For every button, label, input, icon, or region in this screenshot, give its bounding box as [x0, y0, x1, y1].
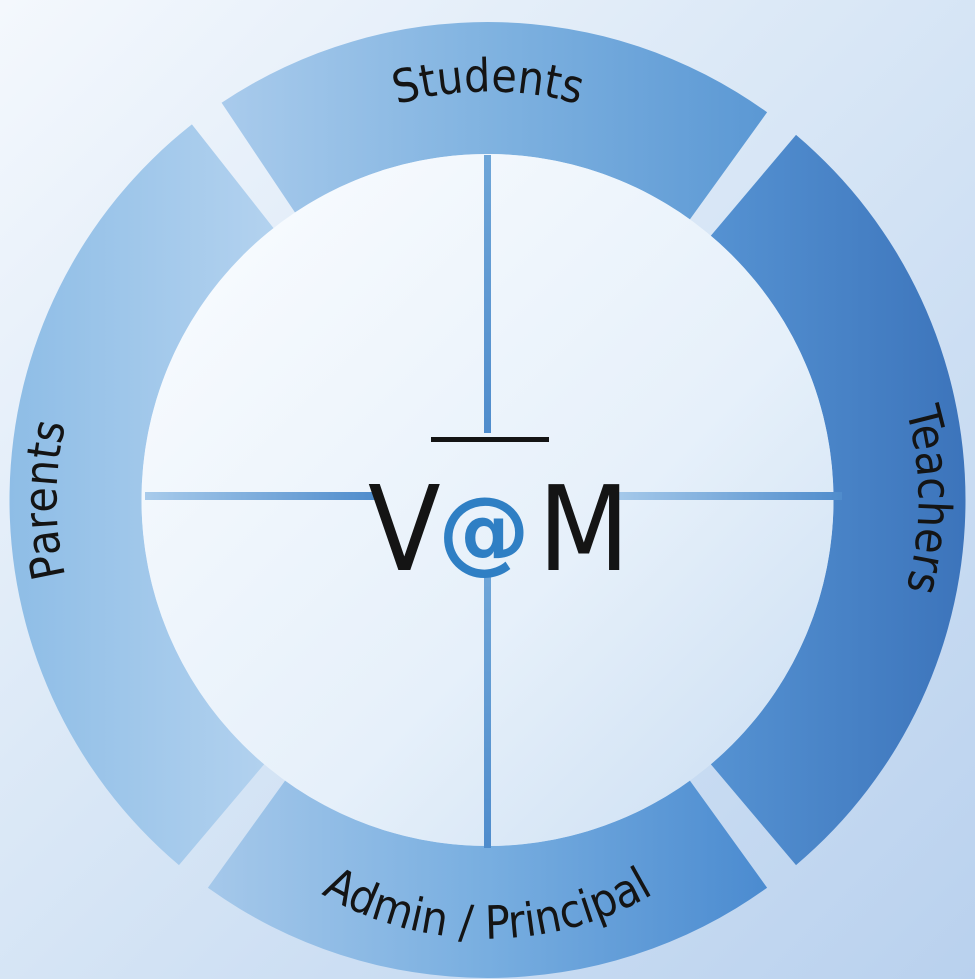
axis-vertical-top — [484, 155, 491, 433]
axis-horizontal-left — [145, 492, 375, 500]
axis-vertical-bottom — [484, 572, 491, 848]
logo-letter-m: M — [538, 460, 630, 598]
logo-letter-v: V — [368, 460, 441, 598]
segment-bottom — [207, 780, 768, 978]
logo-at-icon: @ — [438, 477, 530, 584]
logo: V @ M — [368, 437, 630, 598]
segment-top — [221, 22, 768, 220]
axis-horizontal-right — [610, 492, 842, 500]
logo-overline — [431, 437, 549, 442]
inner-circle — [141, 154, 834, 846]
segment-left — [9, 124, 274, 866]
